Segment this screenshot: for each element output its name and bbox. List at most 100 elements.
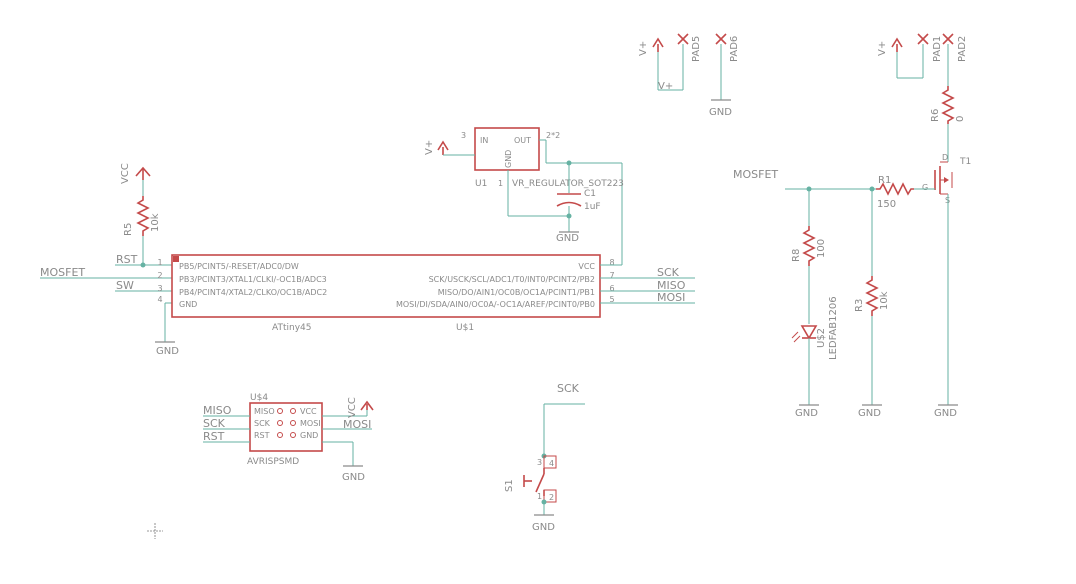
reg-out-label: OUT bbox=[514, 136, 531, 145]
pin1-marker-icon bbox=[173, 256, 179, 262]
led[interactable]: U$2 LEDFAB1206 bbox=[791, 296, 839, 360]
pad-label: PAD2 bbox=[957, 36, 968, 62]
gnd-symbol: GND bbox=[532, 514, 555, 533]
pin-num: 1 bbox=[498, 179, 503, 188]
t1-ref: T1 bbox=[959, 157, 971, 167]
pad-x-icon bbox=[715, 33, 727, 45]
isp-pad-icon bbox=[290, 432, 296, 438]
pin-text: GND bbox=[179, 300, 197, 309]
r3-zigzag-icon bbox=[865, 276, 879, 316]
pin-d: D bbox=[942, 153, 948, 162]
pin-num: 2 bbox=[157, 271, 162, 280]
led-ref: U$2 bbox=[816, 328, 827, 348]
net-sck-label: SCK bbox=[657, 266, 680, 279]
led-ray-icon bbox=[793, 335, 801, 343]
origin-crosshair-icon bbox=[147, 523, 163, 539]
pads-right[interactable]: V+ PAD1 PAD2 bbox=[877, 33, 968, 62]
led-value: LEDFAB1206 bbox=[828, 296, 839, 360]
s1-pin: 1 bbox=[537, 492, 542, 501]
net-mosfet-label: MOSFET bbox=[40, 266, 85, 279]
pin-num: 3 bbox=[461, 131, 466, 140]
r8-value: 100 bbox=[816, 239, 827, 258]
svg-text:GND: GND bbox=[795, 408, 818, 419]
isp-pad-icon bbox=[277, 408, 283, 414]
pad-label: PAD5 bbox=[691, 36, 702, 62]
r5-resistor[interactable]: VCC R5 10k bbox=[120, 163, 161, 236]
s1-pin: 2 bbox=[549, 493, 554, 502]
reg-supply-label: V+ bbox=[424, 140, 435, 155]
r1-resistor[interactable]: R1 150 bbox=[876, 175, 914, 210]
regulator-body bbox=[474, 127, 540, 171]
vcc-arrow-icon bbox=[360, 400, 374, 411]
t1-mosfet[interactable]: D G S T1 bbox=[922, 153, 971, 205]
svg-text:GND: GND bbox=[556, 233, 579, 244]
r6-zigzag-icon bbox=[941, 86, 955, 124]
pin-text: PB5/PCINT5/-RESET/ADC0/DW bbox=[179, 262, 299, 271]
r8-resistor[interactable]: R8 100 bbox=[791, 226, 827, 266]
s1-ref: S1 bbox=[504, 479, 515, 492]
isp-pin-label: GND bbox=[300, 431, 318, 440]
isp-pad-icon bbox=[290, 420, 296, 426]
net-mosi-label: MOSI bbox=[343, 418, 371, 431]
pads-supply-label: V+ bbox=[877, 41, 888, 56]
reg-value: VR_REGULATOR_SOT223 bbox=[512, 179, 624, 189]
net-miso-label: MISO bbox=[657, 279, 686, 292]
r3-resistor[interactable]: R3 10k bbox=[854, 276, 890, 316]
net-sw-label: SW bbox=[116, 279, 134, 292]
pin-text: PB3/PCINT3/XTAL1/CLKI/-OC1B/ADC3 bbox=[179, 275, 327, 284]
isp-body bbox=[249, 402, 323, 452]
mcu-attiny45[interactable]: 1 2 3 4 PB5/PCINT5/-RESET/ADC0/DW PB3/PC… bbox=[157, 254, 615, 333]
r6-ref: R6 bbox=[930, 109, 941, 122]
pin-text: VCC bbox=[578, 262, 595, 271]
r1-zigzag-icon bbox=[876, 182, 914, 196]
isp-pin-label: VCC bbox=[300, 407, 317, 416]
c1-capacitor[interactable]: C1 1uF bbox=[556, 189, 601, 212]
pin-text: SCK/USCK/SCL/ADC1/T0/INT0/PCINT2/PB2 bbox=[429, 275, 595, 284]
voltage-regulator[interactable]: V+ IN OUT GND 3 2*2 1 U1 VR_REGULATOR_SO… bbox=[424, 127, 624, 189]
s1-pin: 4 bbox=[549, 459, 554, 468]
wire-vplus-label: V+ bbox=[658, 81, 673, 92]
svg-text:GND: GND bbox=[342, 472, 365, 483]
pin-text: MOSI/DI/SDA/AIN0/OC0A/-OC1A/AREF/PCINT0/… bbox=[396, 300, 595, 309]
r6-value: 0 bbox=[955, 116, 966, 122]
mcu-name: ATtiny45 bbox=[272, 323, 311, 333]
s1-pad bbox=[543, 455, 557, 469]
isp-header[interactable]: U$4 AVRISPSMD MISO SCK RST VCC MOSI GND bbox=[247, 393, 323, 467]
pin-num: 5 bbox=[609, 295, 614, 304]
net-miso-label: MISO bbox=[203, 404, 232, 417]
svg-text:GND: GND bbox=[858, 408, 881, 419]
svg-text:GND: GND bbox=[532, 522, 555, 533]
vplus-arrow-icon bbox=[437, 140, 449, 151]
isp-pad-icon bbox=[290, 408, 296, 414]
gnd-symbol: GND bbox=[342, 465, 365, 483]
svg-text:GND: GND bbox=[934, 408, 957, 419]
pin-num: 4 bbox=[157, 295, 162, 304]
reg-gnd-label: GND bbox=[504, 150, 513, 168]
pads-supply-label: V+ bbox=[638, 41, 649, 56]
vcc-label: VCC bbox=[120, 163, 131, 184]
gnd-symbol: GND bbox=[858, 404, 882, 419]
r8-ref: R8 bbox=[791, 249, 802, 262]
gnd-symbol: GND bbox=[795, 404, 819, 419]
led-ray-icon bbox=[791, 331, 799, 339]
pin-num: 2*2 bbox=[546, 131, 560, 140]
gnd-symbol: GND bbox=[934, 404, 958, 419]
net-rst-label: RST bbox=[203, 430, 225, 443]
pads-left[interactable]: V+ PAD5 PAD6 bbox=[638, 33, 740, 62]
s1-lever bbox=[535, 473, 545, 493]
c1-ref: C1 bbox=[584, 189, 596, 199]
pad-x-icon bbox=[917, 33, 929, 45]
r5-zigzag-icon bbox=[136, 196, 150, 236]
isp-ref: U$4 bbox=[250, 393, 268, 403]
pin-num: 7 bbox=[609, 271, 614, 280]
isp-pad-icon bbox=[277, 420, 283, 426]
r1-ref: R1 bbox=[878, 175, 891, 186]
pin-num: 8 bbox=[609, 258, 614, 267]
r6-resistor[interactable]: R6 0 bbox=[930, 86, 966, 124]
reg-ref: U1 bbox=[475, 179, 487, 189]
pin-text: PB4/PCINT4/XTAL2/CLKO/OC1B/ADC2 bbox=[179, 288, 327, 297]
gnd-symbol: GND bbox=[556, 231, 579, 244]
net-sck-label: SCK bbox=[557, 382, 580, 395]
s1-pushbutton[interactable]: 3 4 1 2 S1 bbox=[504, 455, 557, 503]
